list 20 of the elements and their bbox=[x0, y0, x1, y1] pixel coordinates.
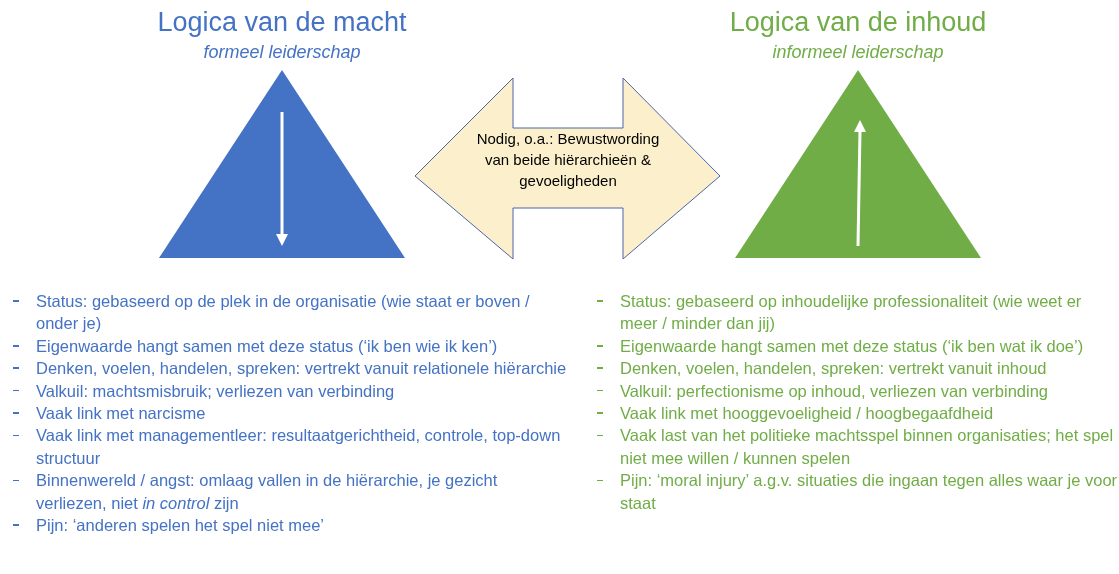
arrow-text: Nodig, o.a.: Bewustwording van beide hiërarchieën & gevoeligheden bbox=[475, 129, 661, 191]
bullet-text: Valkuil: perfectionisme op inhoud, verliezen van verbinding bbox=[620, 380, 1049, 402]
bullet-text: Denken, voelen, handelen, spreken: vertrekt vanuit inhoud bbox=[620, 358, 1047, 380]
bullet-text: Vaak last van het politieke machtsspel binnen organisaties; het spel niet mee willen / kunnen spelen bbox=[620, 425, 1115, 469]
bullet-text: Pijn: ‘moral injury’ a.g.v. situaties die ingaan tegen alles waar je voor staat bbox=[620, 470, 1119, 514]
bullet-text: Status: gebaseerd op inhoudelijke professionaliteit (wie weet er meer / minder dan jij) bbox=[620, 291, 1083, 335]
heading: Logica van de macht bbox=[156, 6, 408, 39]
subheading: informeel leiderschap bbox=[771, 41, 945, 64]
bullet-text: Valkuil: machtsmisbruik; verliezen van verbinding bbox=[36, 380, 395, 402]
bullet-text: Denken, voelen, handelen, spreken: vertrekt vanuit relationele hiërarchie bbox=[36, 358, 567, 380]
bullet-text: Vaak link met hooggevoeligheid / hoogbegaafdheid bbox=[620, 403, 994, 425]
heading: Logica van de inhoud bbox=[728, 6, 988, 39]
bullet-text: Eigenwaarde hangt samen met deze status (‘ik ben wie ik ken’) bbox=[36, 335, 498, 357]
subheading: formeel leiderschap bbox=[202, 41, 362, 64]
bullet-text: Binnenwereld / angst: omlaag vallen in de hiërarchie, je gezicht verliezen, niet in control zijn bbox=[36, 470, 499, 514]
bullet-text: Vaak link met narcisme bbox=[36, 403, 206, 425]
bullet-text: Eigenwaarde hangt samen met deze status (‘ik ben wat ik doe’) bbox=[620, 335, 1084, 357]
bullet-text: Pijn: ‘anderen spelen het spel niet mee’ bbox=[36, 515, 325, 537]
bullet-text: Status: gebaseerd op de plek in de organisatie (wie staat er boven / onder je) bbox=[36, 291, 531, 335]
bullet-text: Vaak link met managementleer: resultaatgerichtheid, controle, top-down structuur bbox=[36, 425, 562, 469]
